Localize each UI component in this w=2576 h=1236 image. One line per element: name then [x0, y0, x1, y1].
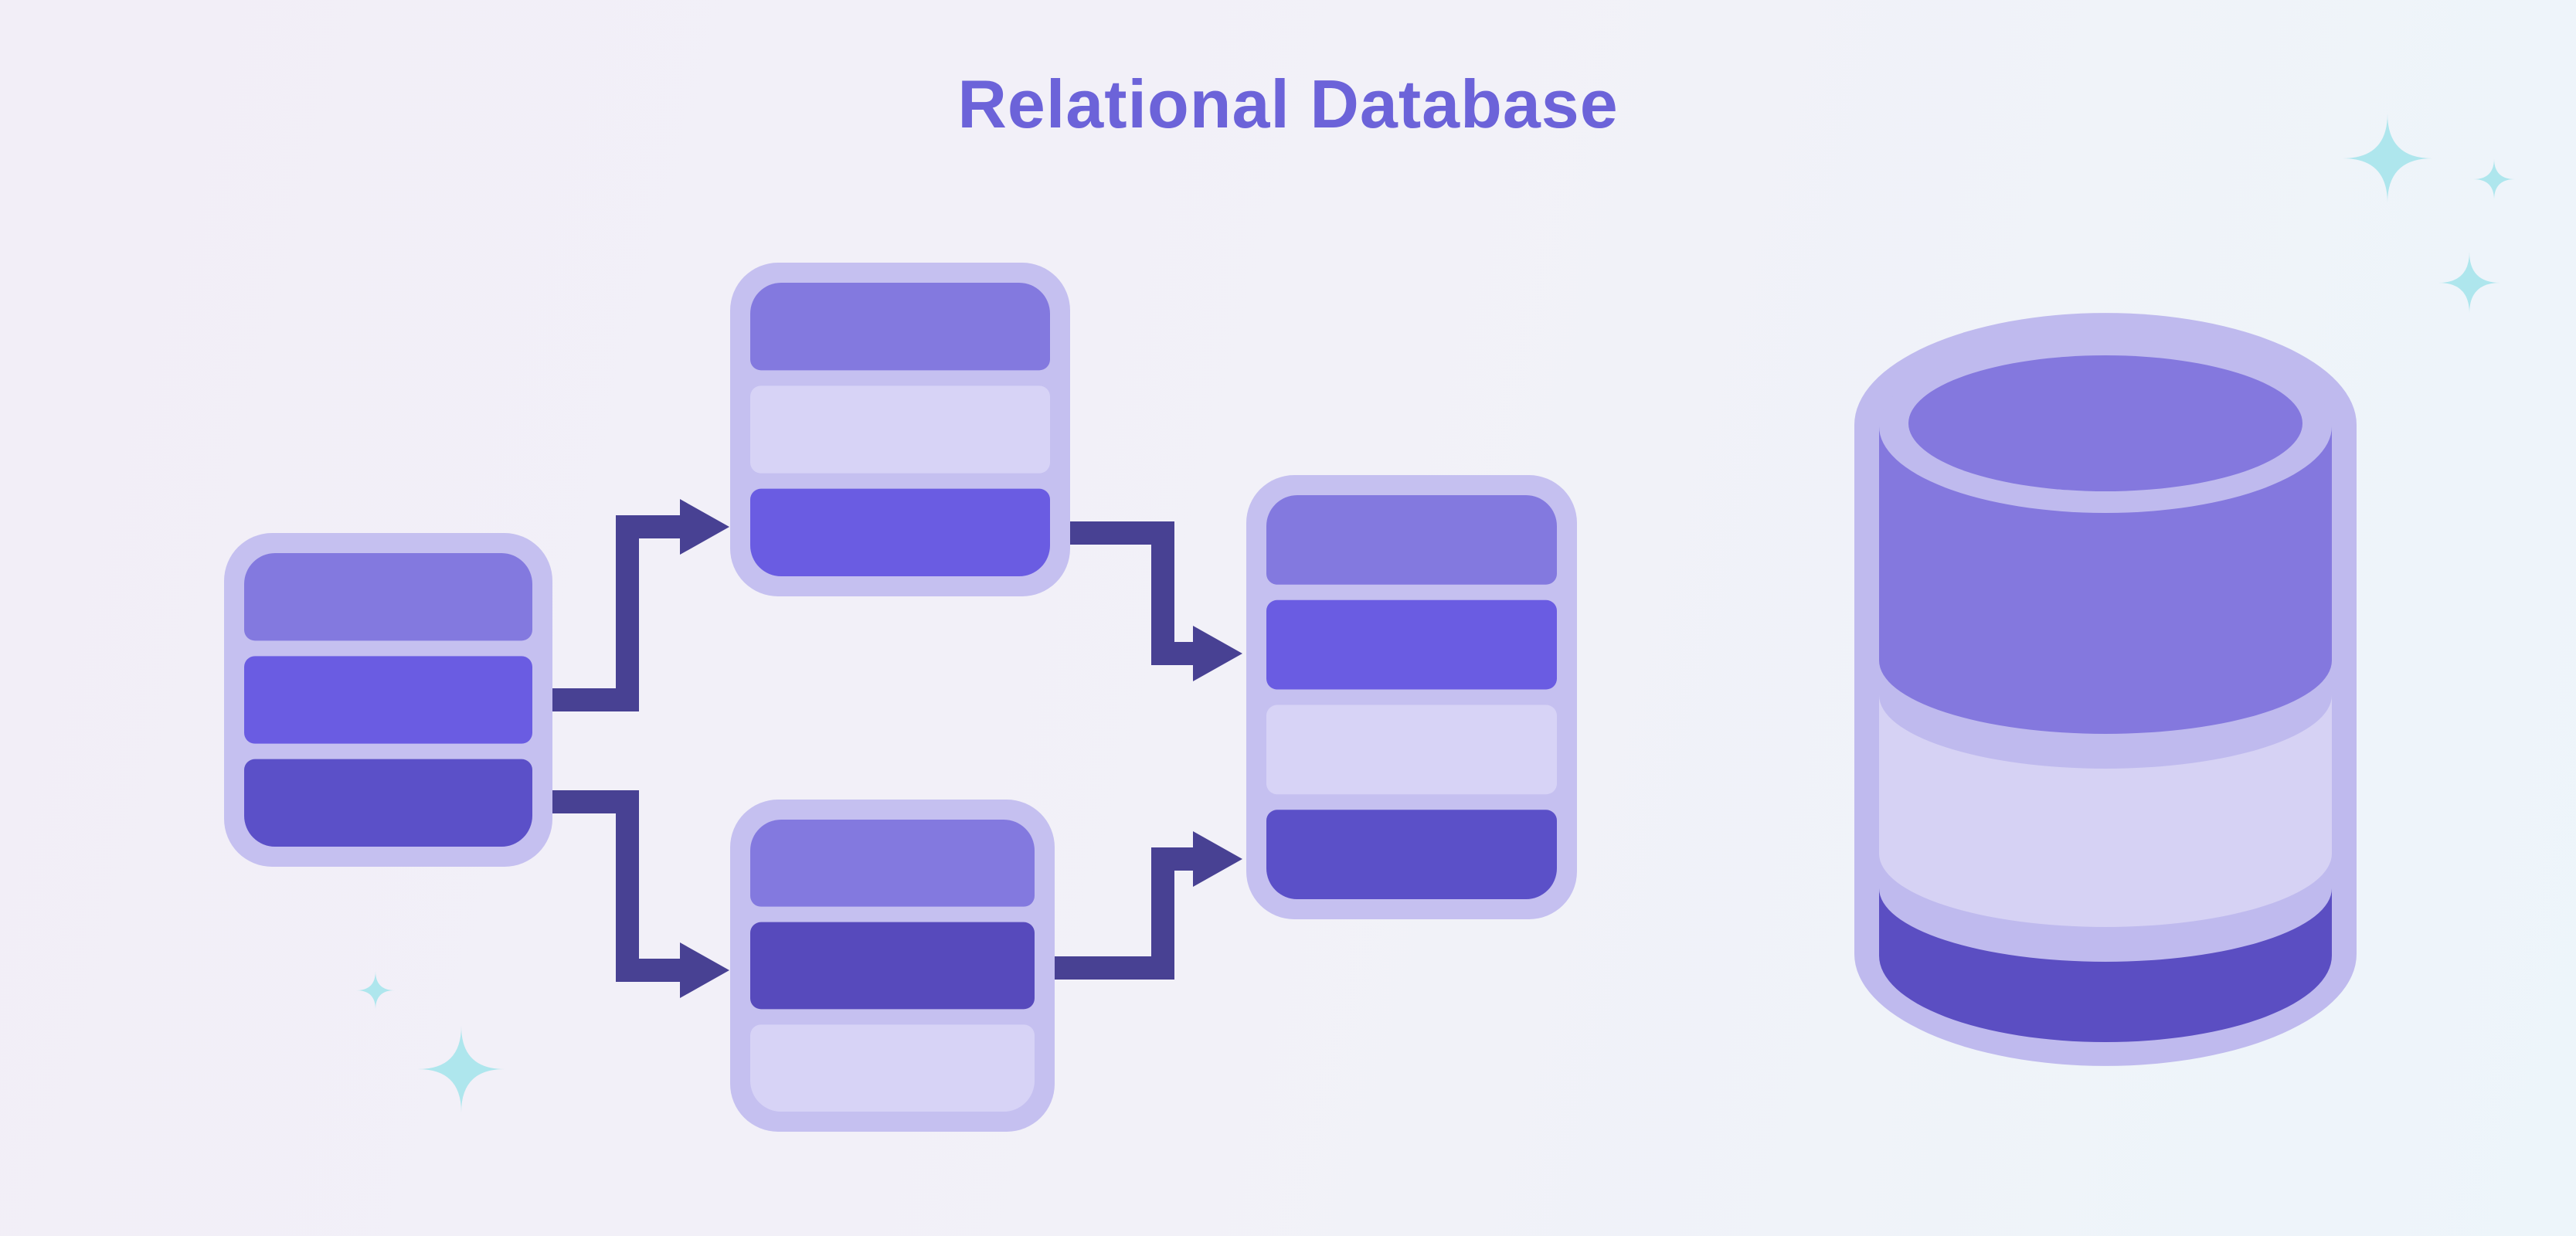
table-row-light	[750, 1024, 1035, 1112]
arrowhead-icon	[1193, 831, 1242, 887]
cylinder-middle-band	[1879, 695, 2332, 927]
table-result	[1246, 475, 1577, 919]
arrow-table-top-to-table-result	[1070, 521, 1242, 681]
table-top	[730, 263, 1070, 596]
table-source	[224, 533, 552, 867]
database-cylinder-icon	[1854, 313, 2357, 1066]
table-row-dark	[244, 759, 532, 847]
table-row-strong	[1266, 599, 1557, 690]
table-bottom	[730, 800, 1055, 1132]
connections	[552, 499, 1242, 998]
cylinder-opening	[1908, 355, 2302, 491]
table-row-light	[750, 385, 1050, 474]
sparkle-icon	[2473, 158, 2515, 200]
arrow-line	[1055, 847, 1195, 980]
arrow-table-source-to-table-bottom	[552, 790, 729, 998]
table-row-medium	[1266, 495, 1557, 585]
sparkle-icon	[2343, 114, 2432, 203]
arrowhead-icon	[680, 942, 729, 998]
arrowhead-icon	[1193, 626, 1242, 681]
table-row-light	[1266, 705, 1557, 795]
table-row-medium	[750, 283, 1050, 371]
arrow-table-bottom-to-table-result	[1055, 831, 1242, 980]
tables	[224, 263, 1577, 1132]
arrow-line	[552, 790, 680, 982]
arrowhead-icon	[680, 499, 729, 555]
table-frame	[1246, 475, 1577, 919]
cylinder-top-band	[1879, 426, 2332, 734]
page-title: Relational Database	[957, 66, 1619, 142]
table-row-darker	[750, 922, 1035, 1010]
arrow-line	[1070, 521, 1195, 665]
sparkles	[356, 114, 2515, 1112]
table-row-strong	[750, 488, 1050, 576]
arrow-table-source-to-table-top	[552, 499, 729, 711]
arrow-line	[552, 515, 680, 711]
sparkle-icon	[418, 1026, 505, 1112]
cylinder-bottom-band	[1879, 888, 2332, 1042]
table-row-strong	[244, 656, 532, 744]
table-row-medium	[244, 553, 532, 641]
table-row-medium	[750, 820, 1035, 907]
sparkle-icon	[356, 971, 395, 1010]
sparkle-icon	[2438, 252, 2500, 314]
table-row-dark	[1266, 810, 1557, 899]
